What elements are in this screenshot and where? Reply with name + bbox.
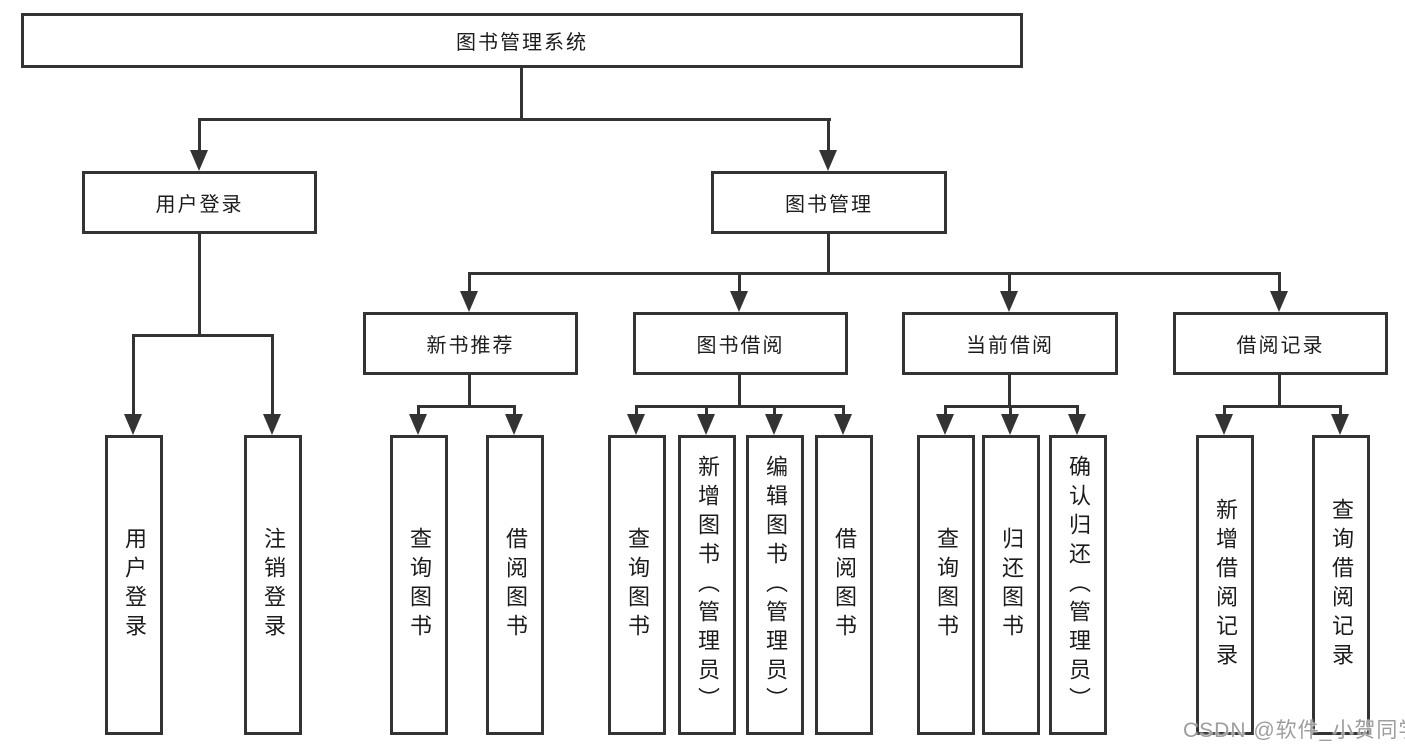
node-label: 当前借阅 — [966, 335, 1054, 357]
node-label: 借阅记录 — [1236, 335, 1325, 357]
connector-line — [1339, 405, 1342, 416]
node-new-book-recommend: 新书推荐 — [363, 312, 578, 375]
connector-line — [1076, 405, 1079, 416]
arrowhead-icon — [936, 414, 954, 435]
arrowhead-icon — [1001, 414, 1019, 435]
arrowhead-icon — [190, 150, 208, 171]
arrowhead-icon — [819, 150, 837, 171]
arrowhead-icon — [460, 291, 478, 312]
arrowhead-icon — [834, 414, 852, 435]
node-label: 查询图书 — [625, 527, 650, 643]
leaf-confirm-return-admin: 确认归还（管理员） — [1049, 435, 1107, 735]
leaf-user-login: 用户登录 — [105, 435, 163, 735]
arrowhead-icon — [1215, 414, 1233, 435]
leaf-query-books-recommend: 查询图书 — [390, 435, 448, 735]
connector-line — [1008, 374, 1011, 408]
connector-line — [468, 272, 1281, 275]
connector-line — [198, 118, 201, 152]
connector-line — [417, 405, 516, 408]
node-library-system: 图书管理系统 — [21, 13, 1023, 68]
connector-line — [417, 405, 420, 416]
node-label: 新书推荐 — [426, 335, 515, 357]
leaf-add-borrow-record: 新增借阅记录 — [1196, 435, 1254, 735]
connector-line — [1223, 405, 1342, 408]
arrowhead-icon — [505, 414, 523, 435]
node-user-login: 用户登录 — [82, 171, 317, 234]
node-label: 借阅图书 — [832, 527, 857, 643]
leaf-add-books-admin: 新增图书（管理员） — [678, 435, 736, 735]
connector-line — [468, 374, 471, 408]
node-borrowing-records: 借阅记录 — [1173, 312, 1388, 375]
arrowhead-icon — [1331, 414, 1349, 435]
node-label: 编辑图书（管理员） — [763, 454, 788, 716]
leaf-borrow-books: 借阅图书 — [815, 435, 873, 735]
node-label: 查询图书 — [407, 527, 432, 643]
connector-line — [132, 334, 274, 337]
arrowhead-icon — [765, 414, 783, 435]
node-label: 归还图书 — [999, 527, 1024, 643]
node-label: 确认归还（管理员） — [1066, 454, 1091, 716]
connector-line — [198, 118, 831, 121]
node-label: 用户登录 — [122, 527, 147, 643]
connector-line — [513, 405, 516, 416]
connector-line — [198, 233, 201, 337]
leaf-query-books-borrowing: 查询图书 — [608, 435, 666, 735]
connector-line — [635, 405, 845, 408]
arrowhead-icon — [1270, 291, 1288, 312]
leaf-edit-books-admin: 编辑图书（管理员） — [746, 435, 804, 735]
connector-line — [271, 334, 274, 415]
node-label: 用户登录 — [155, 194, 244, 216]
arrowhead-icon — [124, 414, 142, 435]
node-label: 新增图书（管理员） — [695, 454, 720, 716]
connector-line — [1008, 272, 1011, 292]
connector-line — [468, 272, 471, 292]
leaf-borrow-books-recommend: 借阅图书 — [486, 435, 544, 735]
node-book-management: 图书管理 — [711, 171, 947, 234]
connector-line — [842, 405, 845, 416]
node-label: 查询借阅记录 — [1329, 498, 1354, 672]
arrowhead-icon — [409, 414, 427, 435]
node-label: 图书借阅 — [696, 335, 785, 357]
node-label: 查询图书 — [934, 527, 959, 643]
node-label: 图书管理系统 — [456, 32, 588, 54]
node-label: 新增借阅记录 — [1213, 498, 1238, 672]
connector-line — [827, 118, 830, 152]
arrowhead-icon — [1000, 291, 1018, 312]
connector-line — [1278, 272, 1281, 292]
node-label: 借阅图书 — [503, 527, 528, 643]
connector-line — [1278, 374, 1281, 408]
leaf-logout: 注销登录 — [244, 435, 302, 735]
node-label: 图书管理 — [785, 194, 873, 216]
arrowhead-icon — [730, 291, 748, 312]
connector-line — [1009, 405, 1012, 416]
connector-line — [738, 374, 741, 408]
connector-line — [1223, 405, 1226, 416]
arrowhead-icon — [1068, 414, 1086, 435]
connector-line — [773, 405, 776, 416]
leaf-return-books: 归还图书 — [982, 435, 1040, 735]
node-book-borrowing: 图书借阅 — [633, 312, 848, 375]
connector-line — [827, 233, 830, 275]
arrowhead-icon — [697, 414, 715, 435]
connector-line — [944, 405, 947, 416]
arrowhead-icon — [263, 414, 281, 435]
leaf-query-books-current: 查询图书 — [917, 435, 975, 735]
arrowhead-icon — [627, 414, 645, 435]
connector-line — [132, 334, 135, 415]
leaf-query-borrow-record: 查询借阅记录 — [1312, 435, 1370, 735]
connector-line — [635, 405, 638, 416]
node-label: 注销登录 — [261, 527, 286, 643]
connector-line — [738, 272, 741, 292]
connector-line — [705, 405, 708, 416]
connector-line — [520, 66, 523, 121]
csdn-watermark: CSDN @软件_小贺同学 — [1183, 719, 1405, 742]
node-current-borrowing: 当前借阅 — [902, 312, 1118, 375]
